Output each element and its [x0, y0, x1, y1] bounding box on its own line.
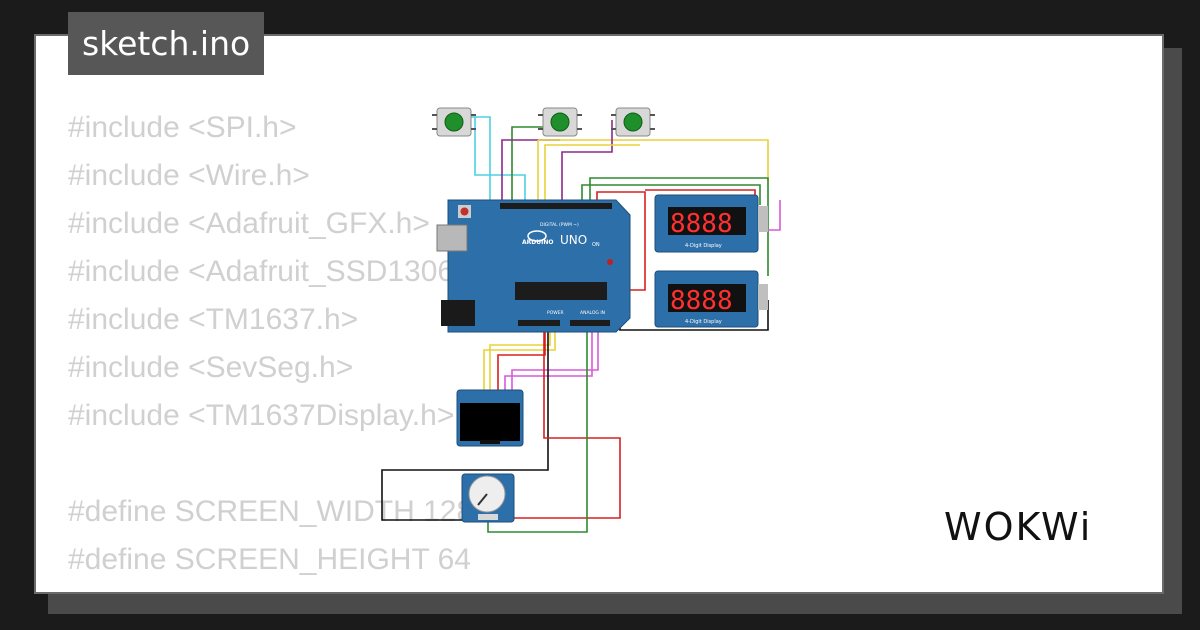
wire-cyan-2 — [474, 117, 526, 200]
code-line: #include <Adafruit_SSD1306.h> — [68, 255, 497, 288]
wire-yellow-oled-2 — [489, 328, 551, 393]
tm1637-display-1[interactable]: 8888 4-Digit Display — [654, 194, 768, 253]
code-preview: #include <SPI.h> #include <Wire.h> #incl… — [68, 104, 497, 584]
code-line: #include <TM1637Display.h> — [68, 399, 455, 432]
code-line: #define SCREEN_HEIGHT 64 — [68, 543, 471, 576]
wire-red-oled — [497, 328, 546, 393]
oled-display[interactable] — [456, 389, 524, 447]
wire-yellow-top — [538, 139, 769, 181]
atmega-chip — [515, 282, 607, 300]
code-line: #include <Adafruit_GFX.h> — [68, 207, 430, 240]
wire-yellow-2 — [544, 144, 640, 200]
wire-green-pot — [487, 328, 588, 533]
code-line: #include <TM1637.h> — [68, 303, 359, 336]
tm1637-display-2[interactable]: 8888 4-Digit Display — [654, 270, 768, 328]
wire-red-pot — [495, 328, 621, 519]
arduino-brand: ARDUINO — [522, 239, 553, 246]
display-1-digits: 8888 — [670, 209, 733, 239]
wire-black-pot — [381, 328, 549, 521]
wokwi-logo: WOKWi — [944, 505, 1092, 549]
code-line: #define SCREEN_WIDTH 128 — [68, 495, 474, 528]
arduino-logo-icon — [527, 230, 547, 242]
digital-label: DIGITAL (PWM ~) — [540, 222, 579, 228]
digital-header — [500, 203, 612, 209]
file-tab[interactable]: sketch.ino — [68, 12, 265, 75]
uno-label: UNO — [560, 233, 587, 247]
power-label: POWER — [547, 310, 564, 316]
potentiometer[interactable] — [461, 473, 515, 523]
on-label: ON — [592, 242, 600, 248]
code-line: #include <Wire.h> — [68, 159, 310, 192]
arduino-uno-board[interactable]: DIGITAL (PWM ~) ARDUINO UNO ON POWER ANA… — [436, 199, 631, 333]
display-1-label: 4-Digit Display — [685, 243, 722, 249]
wire-green-3 — [581, 184, 761, 205]
analog-label: ANALOG IN — [580, 310, 605, 316]
usb-port — [436, 224, 468, 252]
knob-pointer-icon — [477, 493, 488, 506]
wire-yellow-oled — [483, 328, 556, 393]
code-line: #include <SevSeg.h> — [68, 351, 354, 384]
wokwi-logo-text: WOKWi — [944, 505, 1092, 549]
wire-magenta-oled-2 — [511, 328, 599, 393]
display-2-label: 4-Digit Display — [685, 319, 722, 325]
analog-header — [570, 320, 610, 326]
push-button-2[interactable] — [538, 107, 582, 137]
push-button-1[interactable] — [432, 107, 476, 137]
display-2-digits: 8888 — [670, 286, 733, 316]
power-header — [518, 320, 560, 326]
push-button-3[interactable] — [611, 107, 655, 137]
wire-purple-2 — [561, 120, 613, 200]
wire-green-1 — [511, 126, 545, 200]
wire-purple-1 — [501, 139, 560, 200]
power-jack — [441, 300, 475, 326]
led-icon — [607, 259, 613, 265]
code-line: #include <SPI.h> — [68, 111, 297, 144]
